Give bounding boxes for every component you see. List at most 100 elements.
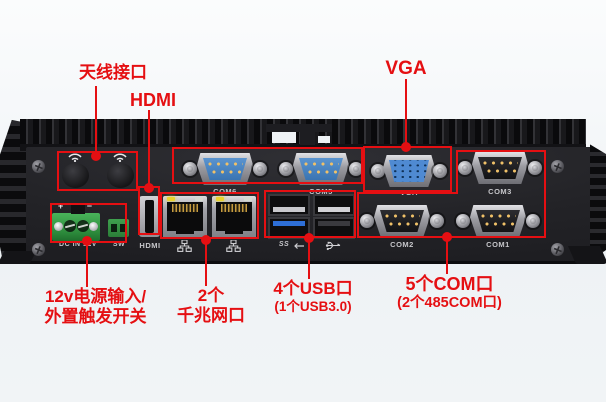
callout-box-ethernet [160,192,259,239]
usb-tongue [318,221,350,226]
wifi-icon [68,153,82,162]
screw-standoff-icon [458,161,472,175]
usb3-ss-icon: SS [278,241,290,248]
port-label-com3: COM3 [488,187,512,196]
screw-standoff-icon [528,161,542,175]
port-com3 [456,150,544,186]
callout-box-hdmi [138,186,160,235]
bracket-slot [318,136,330,143]
callout-box-usb [264,190,356,238]
leader-line-power [86,241,88,287]
annotation-lan: 2个 千兆网口 [166,286,256,326]
port-hdmi [139,196,160,237]
annotation-antenna: 天线接口 [79,63,147,82]
screw-standoff-icon [183,162,197,176]
antenna-hole [107,163,134,188]
terminal-screw-icon [89,222,98,231]
leader-line-com [446,237,448,274]
annotation-power-line2: 外置触发开关 [44,307,147,327]
leader-dot-vga [401,142,411,152]
leader-dot-antenna [91,151,101,161]
port-lan1 [163,196,207,239]
annotation-vga: VGA [385,58,427,79]
screw-standoff-icon [360,214,374,228]
leader-line-antenna [95,86,97,152]
port-label-com1: COM1 [486,240,510,249]
minus-mark: − [86,201,92,211]
leader-dot-hdmi [144,183,154,193]
usb-trident-icon [325,241,341,251]
screw-standoff-icon [456,214,470,228]
annotation-usb: 4个USB口 (1个USB3.0) [254,279,372,315]
callout-box-com6-com5 [172,147,363,184]
port-lan2 [212,196,256,239]
plus-mark: + [58,201,64,211]
lan-led-yellow [167,197,175,201]
leader-line-vga [405,79,407,143]
port-trigger-switch [108,219,129,237]
screw-standoff-icon [279,162,293,176]
rj45-cavity [167,202,203,234]
port-com2 [358,203,446,239]
usb-tongue [318,207,350,212]
rj45-cavity [216,202,252,234]
annotation-lan-line2: 千兆网口 [177,306,245,326]
port-usb2-top-right [313,194,355,216]
chassis-mount-bracket [266,124,332,132]
usb3-tongue [273,221,305,226]
port-usb2-bottom-right [313,217,355,239]
annotation-com: 5个COM口 (2个485COM口) [377,274,522,312]
db9-pins [384,213,420,229]
panel-screw-icon [32,243,45,256]
leader-line-usb [308,238,310,279]
network-icon [177,240,192,252]
port-label-com6: COM6 [213,187,237,196]
annotation-lan-line1: 2个 [197,286,225,305]
screw-standoff-icon [430,214,444,228]
annotation-com-line2: (2个485COM口) [397,295,502,312]
lan-led-yellow [216,197,224,201]
port-com5 [277,151,365,187]
annotation-usb-line1: 4个USB口 [273,279,353,298]
terminal-screw-icon [54,222,63,231]
port-label-hdmi: HDMI [139,241,161,250]
leader-line-hdmi [148,110,150,184]
panel-screw-icon [551,160,564,173]
port-label-dc-in: DC IN 12V [59,241,97,248]
screw-standoff-icon [253,162,267,176]
port-com1 [454,203,542,239]
antenna-hole [62,163,89,188]
annotation-usb-line2: (1个USB3.0) [274,299,352,315]
chassis-right-heatsink [590,144,606,262]
panel-screw-icon [32,160,45,173]
port-usb2-top-left [268,194,310,216]
port-usb3 [268,217,310,239]
usb-tongue [273,207,305,212]
bracket-slot [272,132,296,143]
usb3-arrow-icon [294,243,304,249]
port-dc-power-terminal: + − [52,201,100,241]
annotation-hdmi: HDMI [130,90,176,110]
terminal-hole [64,220,76,232]
annotation-power: 12v电源输入/ 外置触发开关 [18,287,173,327]
bracket-leg [300,132,315,145]
terminal-hole [77,220,89,232]
hdmi-slot [145,200,154,233]
port-label-sw: SW [112,241,126,248]
db9-pins [480,213,516,229]
annotation-power-line1: 12v电源输入/ [44,287,147,306]
db9-pins [207,161,243,177]
leader-line-ethernet [205,240,207,286]
annotation-com-line1: 5个COM口 [405,274,494,294]
screw-standoff-icon [526,214,540,228]
network-icon [226,240,241,252]
terminal-clamp-tab [71,203,85,214]
lan-led [244,197,252,201]
db9-pins [303,161,339,177]
db9-pins [482,160,518,176]
wifi-icon [113,153,127,162]
port-com6 [181,151,269,187]
port-label-com2: COM2 [390,240,414,249]
panel-screw-icon [551,243,564,256]
